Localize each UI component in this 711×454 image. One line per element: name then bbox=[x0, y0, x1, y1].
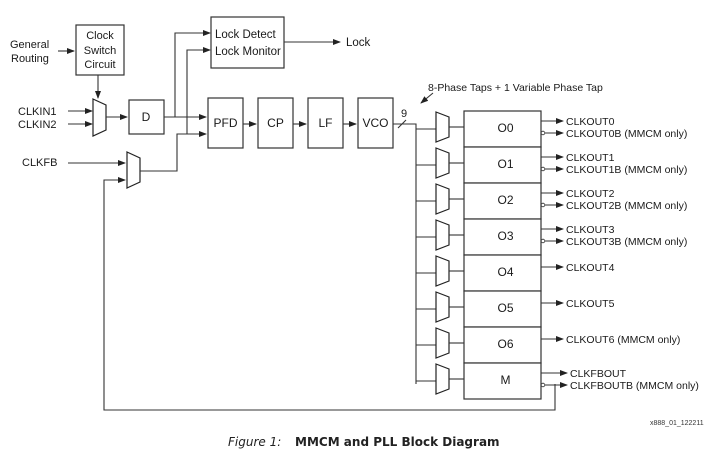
clock-switch-circuit-block bbox=[75, 24, 125, 76]
fb-to-lock-monitor bbox=[186, 47, 211, 134]
phase-select-mux bbox=[435, 147, 450, 179]
counter-block bbox=[463, 218, 542, 256]
fb-to-pfd bbox=[140, 131, 207, 172]
phase-select-mux bbox=[435, 183, 450, 215]
output-label: CLKOUT1 bbox=[566, 152, 615, 164]
output-b-label: CLKOUT0B (MMCM only) bbox=[566, 128, 687, 140]
output-label: CLKOUT2 bbox=[566, 188, 615, 200]
phase-select-mux bbox=[435, 219, 450, 251]
counter-row-o6: O6 CLKOUT6 (MMCM only) bbox=[416, 326, 680, 364]
inverter-bubble bbox=[540, 130, 546, 136]
vco-block bbox=[357, 97, 394, 149]
output-b-label: CLKFBOUTB (MMCM only) bbox=[570, 380, 699, 392]
pfd-label: PFD bbox=[214, 116, 238, 130]
divider-d-label: D bbox=[142, 110, 151, 124]
lock-detect-block bbox=[210, 16, 285, 69]
lock-detect-label: Lock Detect bbox=[215, 29, 277, 41]
clkin1-label: CLKIN1 bbox=[18, 106, 57, 118]
bus-width-label: 9 bbox=[401, 108, 407, 120]
counter-label: O2 bbox=[497, 193, 513, 207]
counter-row-o4: O4 CLKOUT4 bbox=[416, 254, 615, 292]
counter-label: M bbox=[501, 373, 511, 387]
counter-row-o5: O5 CLKOUT5 bbox=[416, 290, 615, 328]
phase-select-mux bbox=[435, 111, 450, 143]
lf-block bbox=[307, 97, 344, 149]
general-routing-label: General bbox=[10, 39, 49, 51]
clkin2-label: CLKIN2 bbox=[18, 119, 57, 131]
general-routing-label-2: Routing bbox=[11, 53, 49, 65]
inverter-bubble bbox=[540, 238, 546, 244]
inverter-bubble bbox=[540, 202, 546, 208]
clock-switch-label-3: Circuit bbox=[84, 59, 115, 71]
clock-switch-label-2: Switch bbox=[84, 45, 116, 57]
output-label: CLKOUT6 (MMCM only) bbox=[566, 334, 680, 346]
phase-select-mux bbox=[435, 291, 450, 323]
phase-taps-pointer bbox=[420, 92, 434, 104]
clock-switch-label-1: Clock bbox=[86, 30, 114, 42]
lf-label: LF bbox=[318, 116, 332, 130]
input-mux bbox=[92, 98, 107, 137]
caption-number: Figure 1: bbox=[228, 435, 281, 449]
output-label: CLKOUT3 bbox=[566, 224, 615, 236]
output-label: CLKFBOUT bbox=[570, 368, 627, 380]
feedback-mux bbox=[126, 151, 141, 189]
counter-label: O5 bbox=[497, 301, 513, 315]
d-to-lock-detect bbox=[174, 30, 211, 117]
inverter-bubble bbox=[540, 166, 546, 172]
feedback-loop-wire bbox=[103, 177, 556, 411]
cp-label: CP bbox=[267, 116, 284, 130]
cp-block bbox=[257, 97, 294, 149]
counter-label: O4 bbox=[497, 265, 513, 279]
pfd-block bbox=[207, 97, 244, 149]
phase-select-mux bbox=[435, 255, 450, 287]
output-label: CLKOUT0 bbox=[566, 116, 615, 128]
output-b-label: CLKOUT2B (MMCM only) bbox=[566, 200, 687, 212]
output-label: CLKOUT5 bbox=[566, 298, 615, 310]
output-b-label: CLKOUT3B (MMCM only) bbox=[566, 236, 687, 248]
counter-block bbox=[463, 254, 542, 292]
output-b-label: CLKOUT1B (MMCM only) bbox=[566, 164, 687, 176]
counter-label: O3 bbox=[497, 229, 513, 243]
counter-label: O1 bbox=[497, 157, 513, 171]
clkfb-label: CLKFB bbox=[22, 157, 57, 169]
counter-block bbox=[463, 362, 542, 400]
output-label: CLKOUT4 bbox=[566, 262, 615, 274]
caption-title: MMCM and PLL Block Diagram bbox=[295, 435, 500, 449]
figure-id: x888_01_122211 bbox=[650, 420, 704, 427]
counter-label: O0 bbox=[497, 121, 513, 135]
counter-block bbox=[463, 146, 542, 184]
phase-select-mux bbox=[435, 363, 450, 395]
phase-taps-note: 8-Phase Taps + 1 Variable Phase Tap bbox=[428, 82, 603, 94]
counter-block bbox=[463, 110, 542, 148]
counter-block bbox=[463, 290, 542, 328]
phase-select-mux bbox=[435, 327, 450, 359]
counter-label: O6 bbox=[497, 337, 513, 351]
lock-monitor-label: Lock Monitor bbox=[215, 46, 281, 58]
counter-block bbox=[463, 182, 542, 220]
lock-output-label: Lock bbox=[346, 37, 371, 49]
vco-phase-bus bbox=[393, 123, 417, 384]
inverter-bubble bbox=[540, 382, 546, 388]
bus-slash bbox=[397, 119, 407, 129]
vco-label: VCO bbox=[362, 116, 388, 130]
